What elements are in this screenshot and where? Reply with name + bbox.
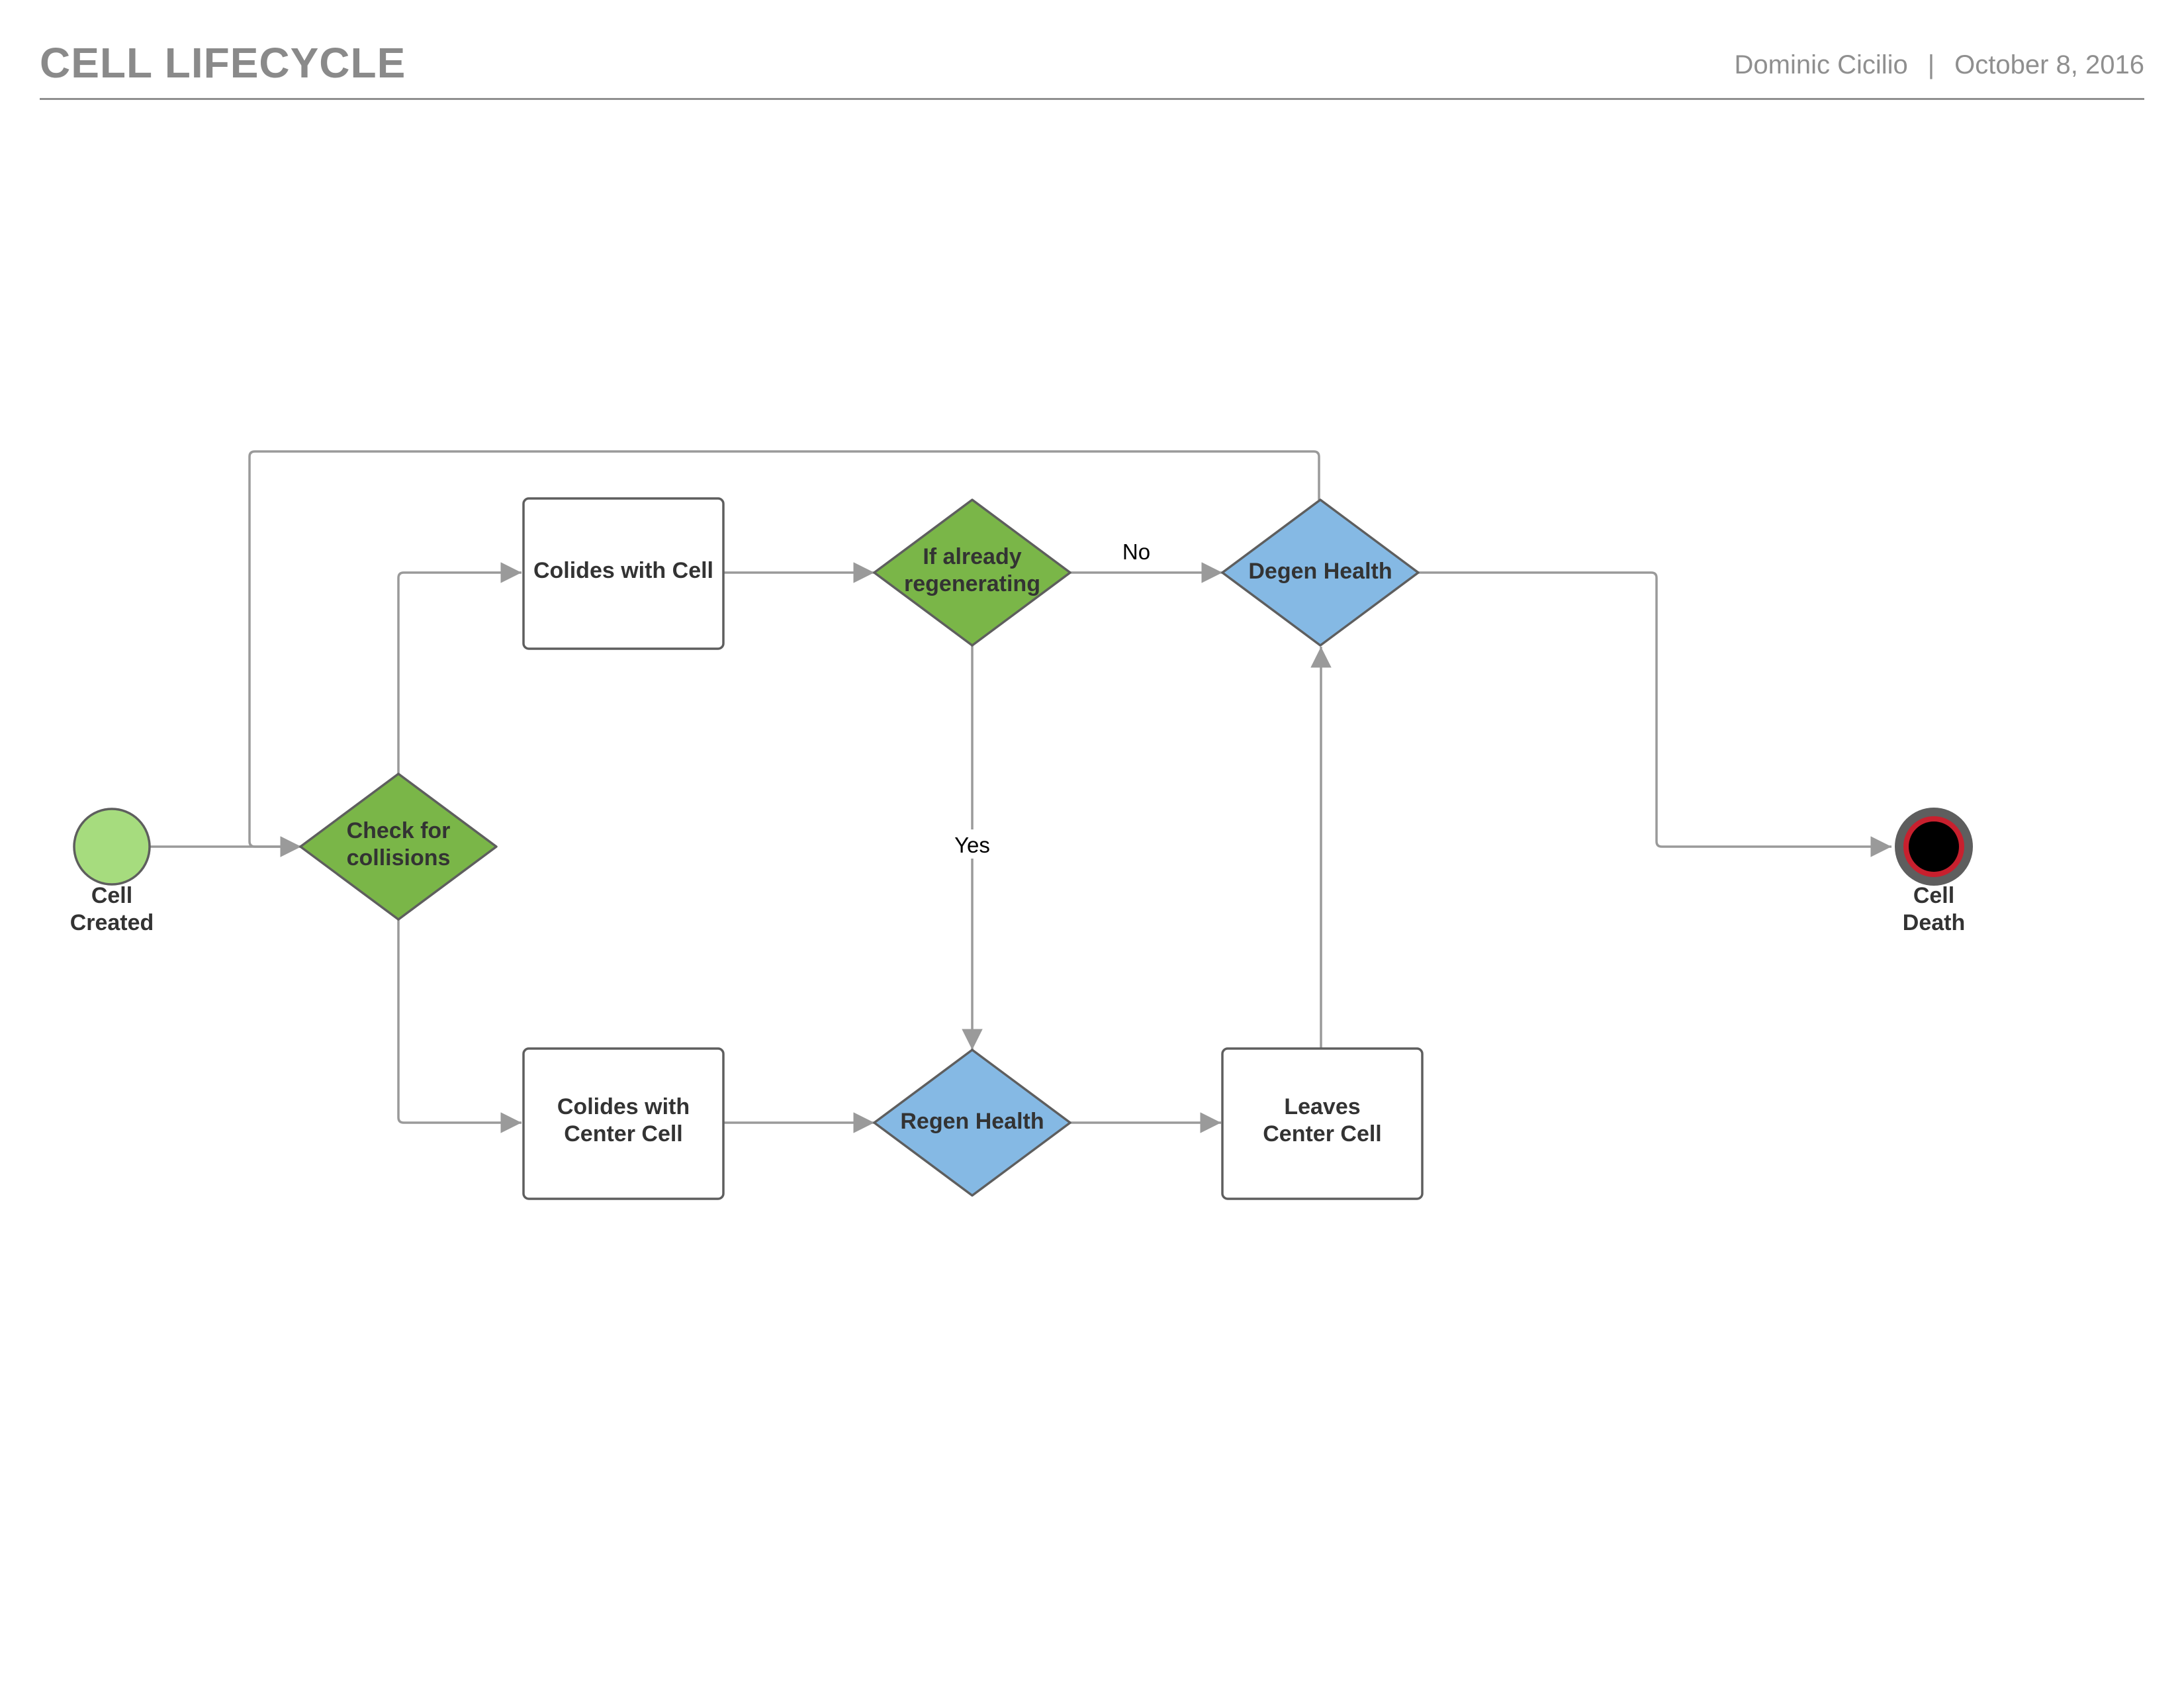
start-node bbox=[73, 808, 151, 886]
process-colides-with-cell bbox=[522, 497, 725, 650]
connector-loop-degen-to-check bbox=[248, 450, 1320, 857]
start-label-line2: Created bbox=[70, 910, 154, 935]
author-name: Dominic Cicilio bbox=[1734, 50, 1908, 79]
page-header: CELL LIFECYCLE Dominic Cicilio | October 8… bbox=[40, 34, 2144, 100]
yes-label-background bbox=[954, 829, 991, 859]
connector-check-to-colides-cell bbox=[397, 562, 522, 774]
leaves-center-line2: Center Cell bbox=[1263, 1121, 1382, 1147]
end-node-core bbox=[1909, 821, 1959, 872]
document-date: October 8, 2016 bbox=[1954, 50, 2144, 79]
page-title: CELL LIFECYCLE bbox=[40, 39, 406, 87]
colides-center-line1: Colides with bbox=[557, 1094, 690, 1119]
decision-if-already-regenerating bbox=[873, 498, 1071, 647]
connector-check-to-colides-center bbox=[397, 919, 522, 1133]
connectors bbox=[150, 450, 1891, 1133]
header-meta: Dominic Cicilio | October 8, 2016 bbox=[1734, 50, 2144, 80]
process-colides-with-center-cell bbox=[522, 1047, 725, 1200]
regen-health-label: Regen Health bbox=[900, 1109, 1044, 1134]
start-label-line1: Cell bbox=[91, 883, 132, 908]
edge-label-yes: Yes bbox=[954, 833, 990, 857]
process-leaves-center-cell bbox=[1221, 1047, 1424, 1200]
decision-regen-health bbox=[873, 1049, 1071, 1197]
already-regen-line1: If already bbox=[923, 544, 1021, 569]
colides-cell-label: Colides with Cell bbox=[533, 558, 713, 583]
edge-label-no: No bbox=[1122, 539, 1150, 564]
already-regen-line2: regenerating bbox=[904, 571, 1040, 596]
degen-health-label: Degen Health bbox=[1248, 559, 1392, 584]
check-collisions-line2: collisions bbox=[347, 845, 451, 870]
decision-check-collisions bbox=[299, 773, 498, 921]
end-label-line1: Cell bbox=[1913, 883, 1954, 908]
colides-center-line2: Center Cell bbox=[564, 1121, 683, 1147]
header-separator: | bbox=[1927, 50, 1935, 79]
end-label-line2: Death bbox=[1903, 910, 1965, 935]
connector-degen-to-death bbox=[1418, 571, 1891, 857]
check-collisions-line1: Check for bbox=[347, 818, 451, 843]
decision-degen-health bbox=[1221, 498, 1420, 647]
leaves-center-line1: Leaves bbox=[1284, 1094, 1360, 1119]
